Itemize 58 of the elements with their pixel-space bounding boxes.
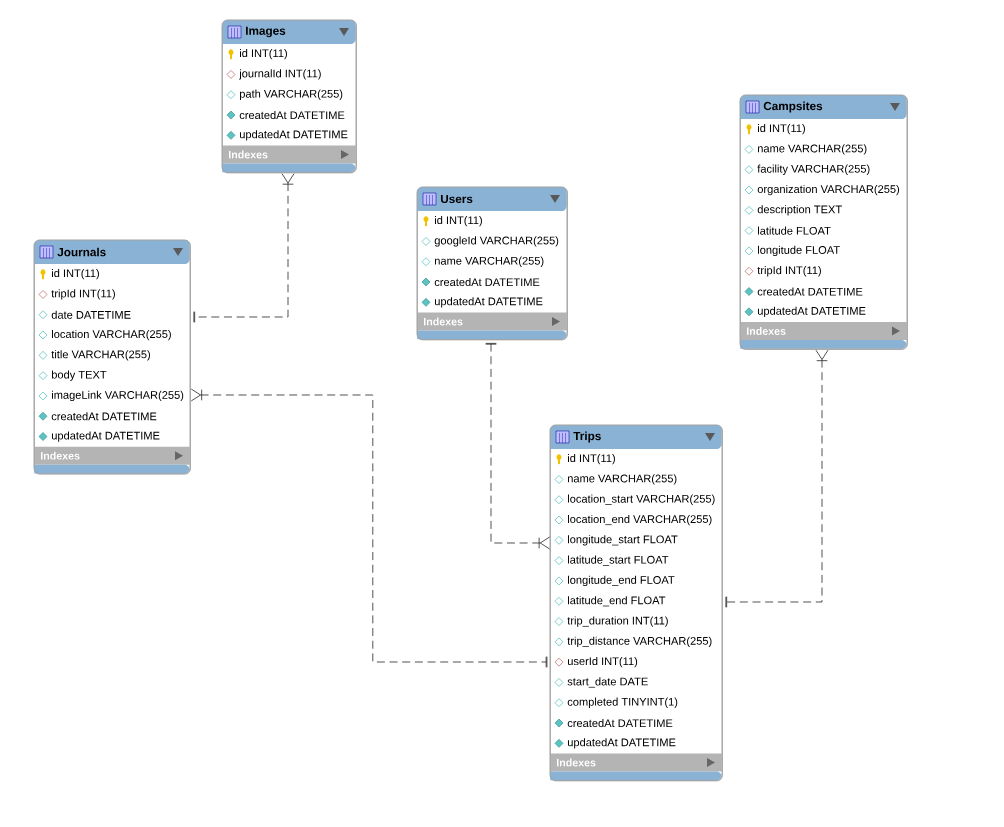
column-label: description TEXT (757, 205, 842, 216)
indexes-label: Indexes (747, 327, 786, 335)
column-label: latitude FLOAT (758, 226, 831, 235)
column-label: trip_distance VARCHAR(255) (567, 636, 712, 647)
column-label: trip_duration INT(11) (567, 616, 668, 627)
column-label: name VARCHAR(255) (435, 256, 544, 267)
column-label: tripId INT(11) (51, 289, 115, 300)
column-label: googleId VARCHAR(255) (434, 236, 559, 247)
column-label: path VARCHAR(255) (240, 89, 343, 100)
column-label: latitude_start FLOAT (568, 555, 669, 566)
column-label: location_start VARCHAR(255) (568, 494, 715, 505)
column-label: createdAt DATETIME (51, 412, 157, 421)
column-label: longitude_end FLOAT (568, 575, 675, 587)
column-label: name VARCHAR(255) (758, 144, 867, 155)
column-label: createdAt DATETIME (757, 287, 863, 296)
relationship-line (193, 173, 295, 323)
table-title: Journals (57, 247, 106, 257)
column-label: id INT(11) (240, 49, 287, 60)
indexes-label: Indexes (41, 451, 80, 460)
column-label: title VARCHAR(255) (51, 350, 150, 361)
column-label: facility VARCHAR(255) (757, 164, 870, 175)
indexes-label: Indexes (424, 317, 463, 326)
column-label: location VARCHAR(255) (52, 329, 171, 341)
column-label: updatedAt DATETIME (435, 297, 543, 308)
column-label: date DATETIME (51, 310, 131, 319)
column-label: createdAt DATETIME (239, 111, 345, 120)
column-label: createdAt DATETIME (434, 278, 540, 287)
column-label: id INT(11) (758, 124, 805, 135)
indexes-label: Indexes (229, 150, 268, 159)
column-label: updatedAt DATETIME (568, 738, 676, 749)
column-label: id INT(11) (435, 216, 482, 227)
column-label: updatedAt DATETIME (52, 431, 160, 442)
column-label: createdAt DATETIME (567, 719, 673, 728)
column-label: location_end VARCHAR(255) (568, 514, 712, 526)
column-label: updatedAt DATETIME (758, 306, 866, 317)
column-label: journalId INT(11) (239, 69, 321, 80)
column-label: userId INT(11) (568, 657, 638, 668)
relationship-line (190, 388, 548, 668)
column-label: name VARCHAR(255) (568, 474, 677, 485)
column-label: organization VARCHAR(255) (757, 184, 900, 196)
table-title: Trips (573, 431, 601, 443)
relationship-line (725, 349, 829, 608)
relationship-line (485, 342, 550, 550)
column-label: body TEXT (52, 370, 107, 381)
column-label: imageLink VARCHAR(255) (52, 390, 184, 402)
column-label: tripId INT(11) (757, 266, 821, 277)
column-label: id INT(11) (52, 269, 99, 280)
column-label: completed TINYINT(1) (567, 697, 678, 708)
indexes-label: Indexes (557, 758, 596, 767)
table-title: Images (246, 26, 286, 38)
column-label: start_date DATE (567, 677, 648, 688)
table-title: Users (441, 194, 473, 204)
column-label: updatedAt DATETIME (240, 130, 348, 141)
column-label: latitude_end FLOAT (568, 596, 666, 607)
column-label: longitude FLOAT (758, 245, 840, 257)
column-label: longitude_start FLOAT (568, 535, 678, 546)
column-label: id INT(11) (568, 454, 615, 465)
table-title: Campsites (763, 101, 823, 113)
